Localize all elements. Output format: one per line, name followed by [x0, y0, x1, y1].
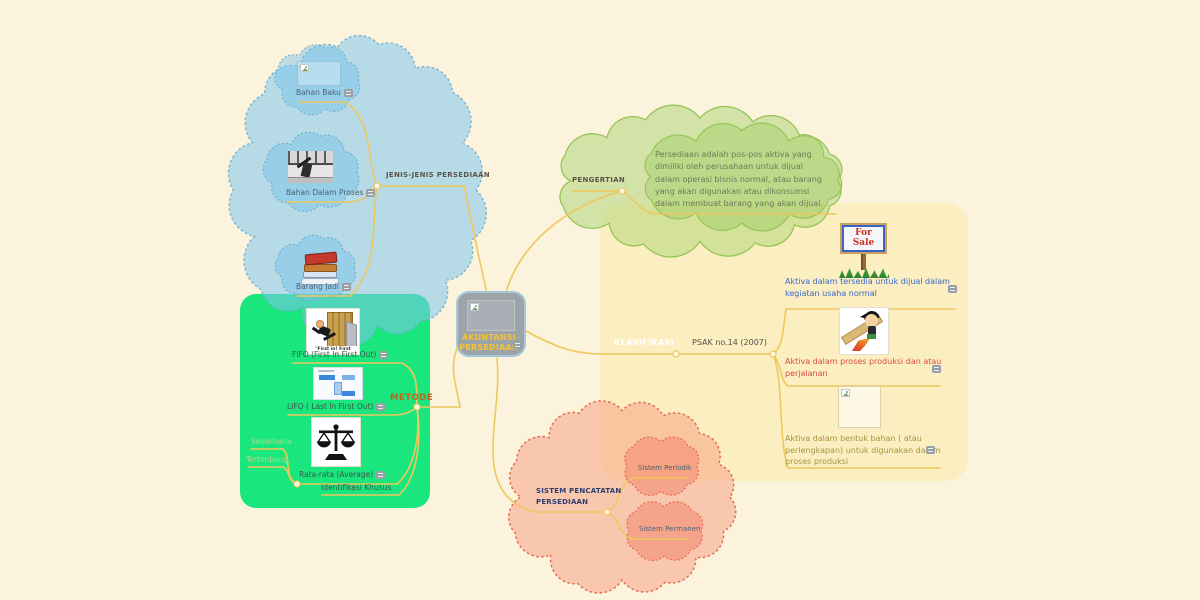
stack-of-books: [299, 250, 341, 287]
node-label: JENIS-JENIS PERSEDIAAN: [386, 171, 490, 179]
astro-boy-flying: [839, 307, 889, 355]
node-label: Bahan Baku: [296, 88, 341, 97]
node-label: PSAK no.14 (2007): [692, 338, 768, 347]
pengertian-cloud: [559, 104, 842, 258]
node-label: Tertimbang: [246, 455, 289, 464]
center-node-title: AKUNTANSI PERSEDIAAN: [459, 333, 519, 352]
sistem-permanen-cloud: [626, 501, 704, 562]
jenis-cloud: [227, 34, 488, 347]
node-barang-jadi[interactable]: Barang Jadi: [296, 282, 351, 292]
node-metode[interactable]: METODE: [390, 393, 434, 403]
note-icon[interactable]: [926, 446, 935, 454]
note-icon[interactable]: [513, 341, 522, 349]
balance-scale-drawing: [316, 424, 356, 460]
node-rata-rata[interactable]: Rata-rata (Average): [299, 470, 386, 480]
node-bahan-dalam-proses[interactable]: Bahan Dalam Proses: [286, 188, 376, 198]
connector-lines: [247, 101, 956, 540]
for-sale-sign-text: For Sale: [852, 228, 875, 248]
node-label: METODE: [390, 393, 434, 403]
node-akuntansi-persediaan[interactable]: AKUNTANSI PERSEDIAAN: [456, 291, 526, 357]
node-fifo[interactable]: FIFO (First In First Out): [292, 350, 389, 360]
node-pengertian[interactable]: PENGERTIAN: [572, 176, 626, 185]
broken-image-icon: [470, 303, 479, 311]
node-label: Barang Jadi: [296, 282, 339, 291]
node-label: FIFO (First In First Out): [292, 350, 377, 359]
node-jenis-jenis-persediaan[interactable]: JENIS-JENIS PERSEDIAAN: [386, 171, 490, 180]
node-label: LIFO ( Last In First Out): [287, 402, 374, 411]
node-label: Aktiva dalam bentuk bahan ( atau perleng…: [785, 434, 941, 466]
node-psak[interactable]: PSAK no.14 (2007): [692, 338, 768, 348]
broken-image-icon: [300, 64, 309, 72]
node-sistem-permanen[interactable]: Sistem Permanen: [639, 525, 701, 534]
node-label: Aktiva dalam tersedia untuk dijual dalam…: [785, 277, 950, 298]
node-klasifikasi[interactable]: KLASIFIKASI: [614, 338, 675, 348]
note-icon[interactable]: [341, 283, 351, 292]
node-lifo[interactable]: LIFO ( Last In First Out): [287, 402, 386, 412]
node-tertimbang[interactable]: Tertimbang: [246, 455, 289, 464]
node-label: SISTEM PENCATATAN PERSEDIAAN: [536, 487, 622, 506]
node-label: KLASIFIKASI: [614, 338, 675, 347]
missing-image: [838, 386, 881, 428]
node-sederhana[interactable]: Sederhana: [251, 437, 292, 446]
node-aktiva-tersedia-dijual[interactable]: Aktiva dalam tersedia untuk dijual dalam…: [785, 276, 957, 300]
note-icon[interactable]: [343, 89, 353, 98]
broken-image-icon: [841, 389, 850, 397]
note-icon[interactable]: [376, 403, 386, 412]
for-sale-sign: For Sale: [839, 221, 889, 278]
sistem-cloud: [508, 400, 737, 594]
note-icon[interactable]: [366, 189, 376, 198]
note-icon[interactable]: [948, 285, 957, 293]
node-aktiva-bentuk-bahan[interactable]: Aktiva dalam bentuk bahan ( atau perleng…: [785, 433, 943, 468]
node-label: Sistem Periodik: [638, 464, 692, 472]
metode-boundary-box: [240, 294, 430, 508]
factory-workers-bw-photo: [288, 151, 333, 183]
node-sistem-periodik[interactable]: Sistem Periodik: [638, 464, 692, 473]
node-label: Identifikasi Khusus: [321, 483, 392, 492]
node-label: Sederhana: [251, 437, 292, 446]
pengertian-inner-cloud: [644, 122, 843, 232]
missing-image: [467, 300, 515, 331]
node-aktiva-proses-produksi[interactable]: Aktiva dalam proses produksi dan atau pe…: [785, 356, 947, 380]
missing-image: [297, 61, 341, 86]
bahan-baku-cloud: [274, 44, 361, 116]
note-icon[interactable]: [932, 365, 941, 373]
node-label: Sistem Permanen: [639, 525, 701, 533]
note-icon[interactable]: [379, 351, 389, 360]
note-icon[interactable]: [376, 471, 386, 480]
blue-bar-diagram: [313, 367, 363, 400]
sistem-periodik-cloud: [624, 436, 700, 496]
node-label: Bahan Dalam Proses: [286, 188, 364, 197]
node-sistem-pencatatan[interactable]: SISTEM PENCATATAN PERSEDIAAN: [536, 486, 628, 507]
node-label: Aktiva dalam proses produksi dan atau pe…: [785, 357, 942, 378]
node-label: Rata-rata (Average): [299, 470, 374, 479]
man-running-out-door: "First in! First out!": [306, 308, 360, 355]
node-pengertian-definition[interactable]: Persediaan adalah pos-pos aktiva yang di…: [655, 150, 824, 209]
node-identifikasi-khusus[interactable]: Identifikasi Khusus: [321, 483, 392, 492]
node-label: PENGERTIAN: [572, 176, 626, 184]
fifo-image-caption: "First in! First out!": [308, 346, 358, 353]
node-bahan-baku[interactable]: Bahan Baku: [296, 88, 353, 98]
balance-scale: [311, 417, 361, 467]
branch-junction-dots: [293, 182, 777, 516]
